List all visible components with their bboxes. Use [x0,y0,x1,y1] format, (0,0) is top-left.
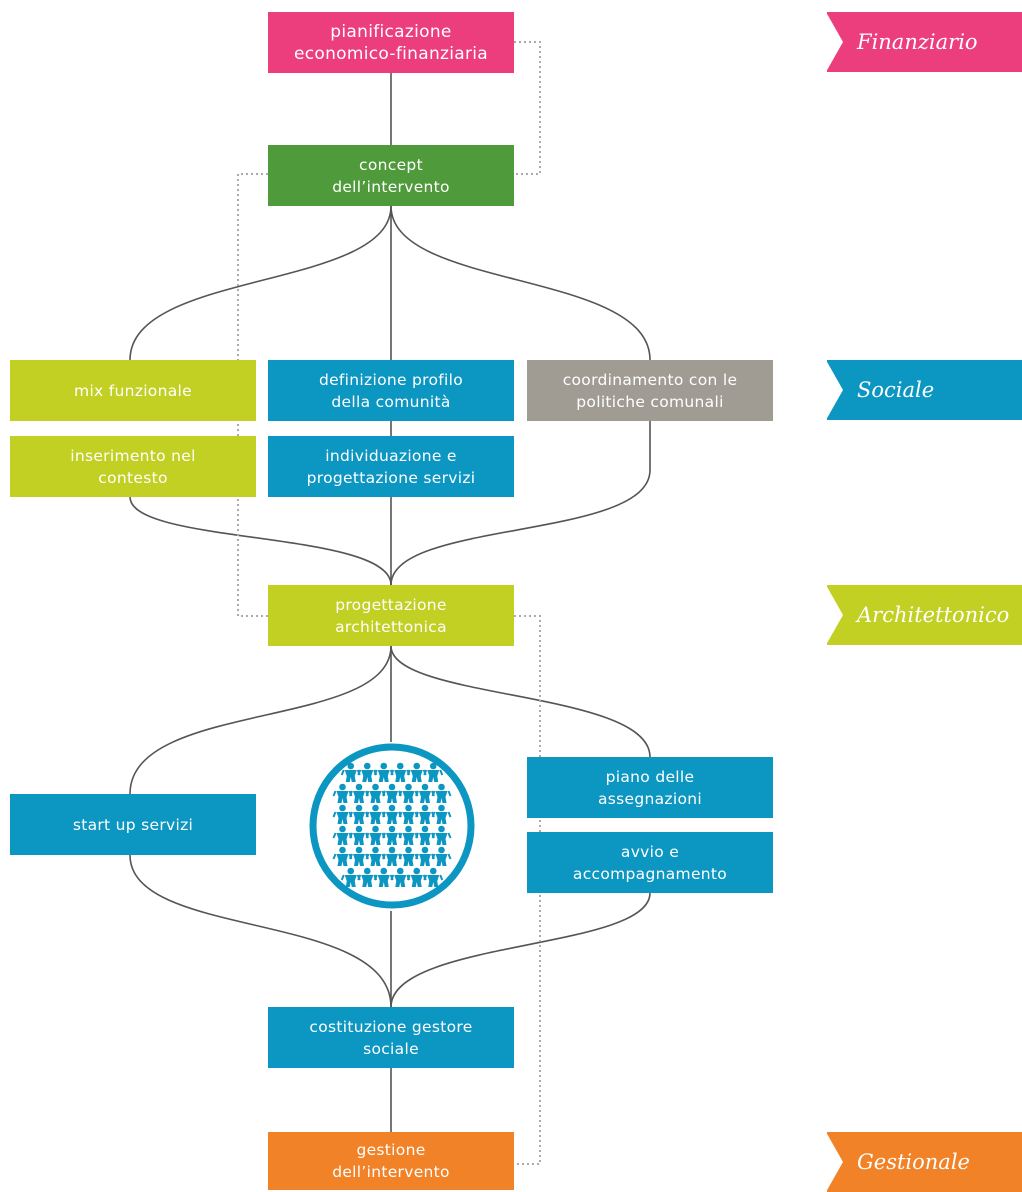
tag-gestionale-label: Gestionale [857,1150,970,1174]
tag-sociale: Sociale [826,360,1022,420]
tag-architettonico: Architettonico [826,585,1022,645]
tag-gestionale: Gestionale [826,1132,1022,1192]
costituzione-box: costituzione gestore sociale [268,1007,514,1068]
gestione-box: gestione dell’intervento [268,1132,514,1190]
piano-box: piano delle assegnazioni [527,757,773,818]
tag-notch [826,12,843,72]
tag-finanziario-label: Finanziario [857,30,978,54]
avvio-box: avvio e accompagnamento [527,832,773,893]
definizione-box: definizione profilo della comunità [268,360,514,421]
tag-architettonico-label: Architettonico [857,603,1010,627]
tag-notch [826,585,843,645]
tag-sociale-label: Sociale [857,378,935,402]
progettazione-box: progettazione architettonica [268,585,514,646]
coordinamento-box: coordinamento con le politiche comunali [527,360,773,421]
inserimento-box: inserimento nel contesto [10,436,256,497]
tag-notch [826,360,843,420]
pianificazione-box: pianificazione economico-finanziaria [268,12,514,73]
startup-box: start up servizi [10,794,256,855]
tag-finanziario: Finanziario [826,12,1022,72]
concept-box: concept dell’intervento [268,145,514,206]
tag-notch [826,1132,843,1192]
individuazione-box: individuazione e progettazione servizi [268,436,514,497]
mix-funzionale-box: mix funzionale [10,360,256,421]
community-circle [309,743,475,909]
